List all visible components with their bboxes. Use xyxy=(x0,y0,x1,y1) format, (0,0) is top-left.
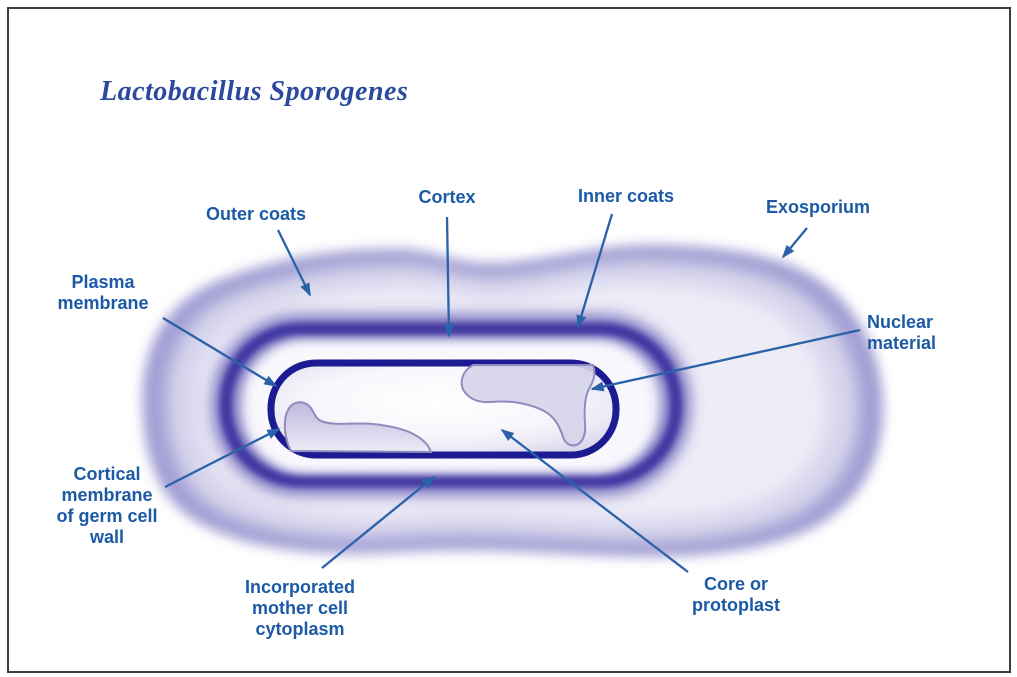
arrow-incorporated-mother-cell-cytoplasm xyxy=(321,475,436,569)
diagram-title: Lactobacillus Sporogenes xyxy=(100,76,409,107)
arrow-outer-coats xyxy=(276,229,312,297)
label-outer-coats: Outer coats xyxy=(205,204,307,224)
label-incorporated-mother-cell-cytoplasm: Incorporated mother cell cytoplasm xyxy=(244,577,356,639)
mother-cell-cytoplasm-blob xyxy=(283,401,433,454)
arrow-cortex xyxy=(443,216,454,338)
arrow-plasma-membrane xyxy=(162,317,278,387)
label-inner-coats: Inner coats xyxy=(577,186,675,206)
leader-arrows xyxy=(162,213,861,573)
label-nuclear-material: Nuclear material xyxy=(867,312,937,353)
arrow-cortical-membrane-of-germ-cell-wall xyxy=(164,427,281,489)
label-plasma-membrane: Plasma membrane xyxy=(57,272,149,313)
arrow-exosporium xyxy=(781,227,808,259)
arrow-nuclear-material xyxy=(590,328,861,392)
arrow-inner-coats xyxy=(576,213,614,329)
label-cortex: Cortex xyxy=(418,187,476,207)
arrow-core-or-protoplast xyxy=(500,428,689,573)
label-cortical-membrane-of-germ-cell-wall: Cortical membrane of germ cell wall xyxy=(56,464,158,547)
label-core-or-protoplast: Core or protoplast xyxy=(692,574,780,615)
label-exosporium: Exosporium xyxy=(765,197,871,217)
nuclear-material-blob xyxy=(460,364,596,447)
